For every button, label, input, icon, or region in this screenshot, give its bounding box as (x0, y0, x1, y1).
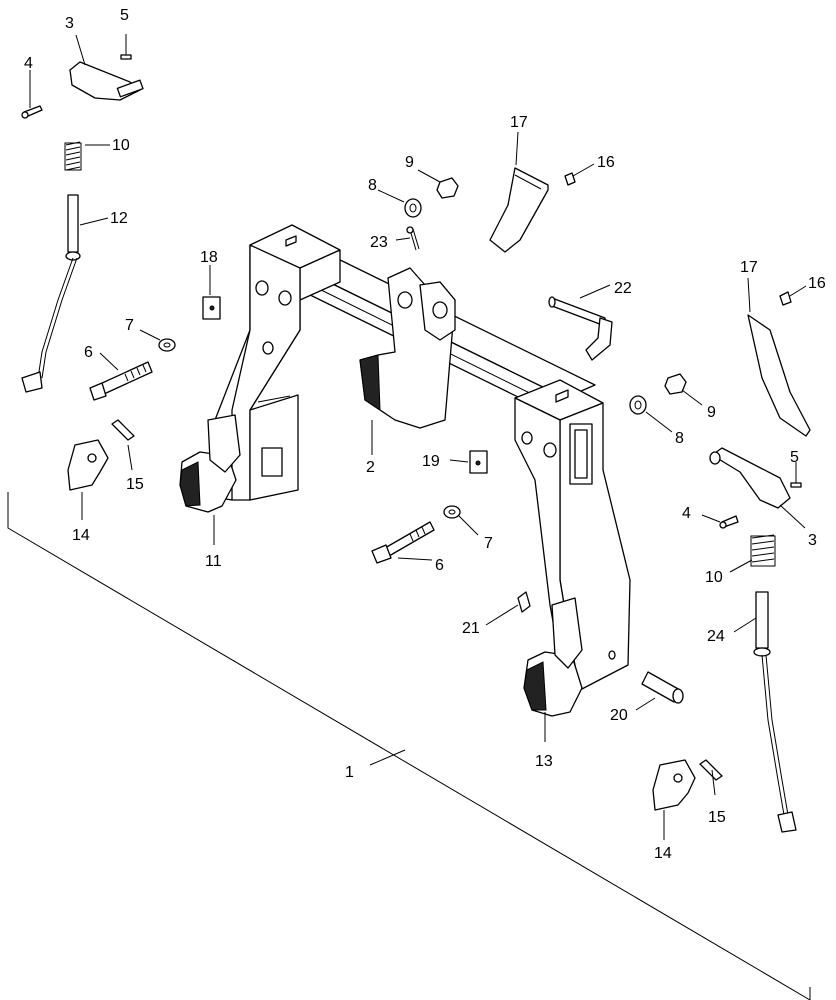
callout-21: 21 (462, 620, 480, 637)
callout-16-right: 16 (808, 275, 826, 292)
callout-22: 22 (614, 280, 632, 297)
callout-8-left: 8 (368, 177, 377, 194)
callout-12: 12 (110, 210, 128, 227)
callout-4-right: 4 (682, 505, 691, 522)
callout-18: 18 (200, 249, 218, 266)
callout-17-left: 17 (510, 114, 528, 131)
small-parts (21, 34, 811, 833)
callout-15-left: 15 (126, 476, 144, 493)
callout-1: 1 (345, 764, 354, 781)
callout-labels: 1 2 3 3 4 4 5 5 6 6 7 7 8 8 9 9 10 10 11… (24, 7, 826, 862)
quick-hitch-frame (179, 224, 631, 717)
assembly-bracket (7, 492, 811, 1000)
callout-6-left: 6 (84, 344, 93, 361)
callout-4-left: 4 (24, 55, 33, 72)
spring-10-right (750, 534, 776, 567)
callout-14-left: 14 (72, 527, 90, 544)
leader-lines (29, 34, 807, 840)
callout-11: 11 (205, 553, 222, 570)
callout-10-right: 10 (705, 569, 723, 586)
callout-24: 24 (707, 628, 725, 645)
callout-9-left: 9 (405, 154, 414, 171)
callout-5-right: 5 (790, 449, 799, 466)
callout-2: 2 (366, 459, 375, 476)
callout-19: 19 (422, 453, 440, 470)
callout-16-left: 16 (597, 154, 615, 171)
callout-7-right: 7 (484, 535, 493, 552)
callout-10-left: 10 (112, 137, 130, 154)
callout-7-left: 7 (125, 317, 134, 334)
callout-13: 13 (535, 753, 553, 770)
callout-3-left: 3 (65, 15, 74, 32)
callout-15-right: 15 (708, 809, 726, 826)
callout-3-right: 3 (808, 532, 817, 549)
callout-5-left: 5 (120, 7, 129, 24)
callout-9-right: 9 (707, 404, 716, 421)
callout-23: 23 (370, 234, 388, 251)
callout-6-right: 6 (435, 557, 444, 574)
callout-8-right: 8 (675, 430, 684, 447)
spring-10-left (64, 141, 82, 171)
callout-14-right: 14 (654, 845, 672, 862)
callout-17-right: 17 (740, 259, 758, 276)
callout-20: 20 (610, 707, 628, 724)
